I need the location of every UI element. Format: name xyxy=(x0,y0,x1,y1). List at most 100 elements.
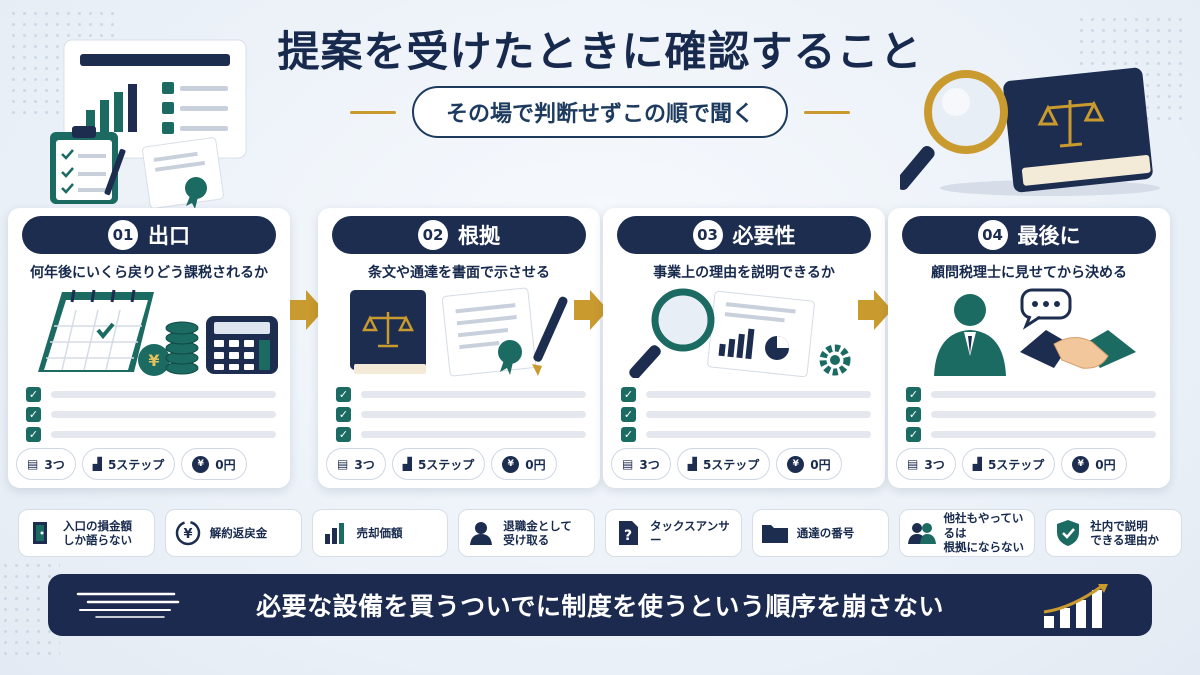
chip-cost: ¥0円 xyxy=(1061,448,1127,480)
folder-icon xyxy=(761,519,789,547)
step-header: 04 最後に xyxy=(902,216,1156,254)
question-document-icon: ? xyxy=(614,519,642,547)
chip-cost-label: 0円 xyxy=(810,457,831,472)
checkbox-icon: ✓ xyxy=(906,406,921,422)
keyword-tag-text: 売却価額 xyxy=(356,525,403,540)
bottom-banner-text: 必要な設備を買うついでに制度を使うという順序を崩さない xyxy=(256,592,944,621)
checklist-item: ✓ xyxy=(26,384,276,404)
chip-row: ▤3つ ▟5ステップ ¥0円 xyxy=(896,448,1127,480)
chip-count: ▤ 3つ xyxy=(326,448,386,480)
chip-steps-label: 5ステップ xyxy=(107,457,165,472)
chip-cost-label: 0円 xyxy=(1095,457,1116,472)
checkbox-icon: ✓ xyxy=(26,386,41,402)
svg-text:¥: ¥ xyxy=(183,527,192,542)
checklist-item: ✓ xyxy=(906,404,1156,424)
checklist-item: ✓ xyxy=(26,424,276,444)
chip-cost: ¥0円 xyxy=(181,448,247,480)
person-icon xyxy=(467,519,495,547)
stairs-icon: ▟ xyxy=(92,457,102,471)
checkbox-icon: ✓ xyxy=(336,426,351,442)
checklist-item: ✓ xyxy=(336,404,586,424)
clipboard-icon: ▤ xyxy=(337,457,349,471)
subtitle-right-line xyxy=(804,110,850,114)
step-question: 事業上の理由を説明できるか xyxy=(653,265,835,281)
keyword-tag: ¥ 解約返戻金 xyxy=(164,509,302,557)
door-icon xyxy=(27,519,55,547)
placeholder-line xyxy=(361,410,586,418)
law-book-magnifier-icon xyxy=(900,67,1160,196)
placeholder-line xyxy=(51,390,276,398)
arrow-right-icon xyxy=(290,290,324,330)
chip-count: ▤ 3つ xyxy=(16,448,76,480)
arrow-right-icon xyxy=(858,290,892,330)
checkbox-icon: ✓ xyxy=(621,406,636,422)
step-card-04: 04 最後に 顧問税理士に見せてから決める ✓ ✓ ✓ ▤3つ ▟5ステップ ¥… xyxy=(888,208,1170,488)
step-number: 01 xyxy=(108,220,138,250)
step-number: 04 xyxy=(977,220,1008,250)
chip-count-label: 3つ xyxy=(639,457,660,472)
checklist: ✓ ✓ ✓ xyxy=(906,384,1156,444)
placeholder-line xyxy=(51,410,276,418)
checkbox-icon: ✓ xyxy=(26,406,41,422)
step-question: 顧問税理士に見せてから決める xyxy=(931,265,1127,281)
checkbox-icon: ✓ xyxy=(906,426,921,442)
speed-lines-icon xyxy=(76,592,180,618)
placeholder-line xyxy=(51,430,276,438)
stairs-icon: ▟ xyxy=(402,457,412,471)
checklist-item: ✓ xyxy=(26,404,276,424)
chip-count-label: 3つ xyxy=(924,457,945,472)
checklist-item: ✓ xyxy=(336,424,586,444)
step-label: 根拠 xyxy=(458,224,500,248)
stairs-icon: ▟ xyxy=(972,457,982,471)
chip-row: ▤ 3つ ▟ 5ステップ ¥0円 xyxy=(326,448,557,480)
chip-steps: ▟ 5ステップ xyxy=(391,448,486,480)
clipboard-icon: ▤ xyxy=(907,457,919,471)
checklist-item: ✓ xyxy=(336,384,586,404)
clipboard-icon: ▤ xyxy=(622,457,634,471)
placeholder-line xyxy=(361,390,586,398)
chip-count-label: 3つ xyxy=(44,457,65,472)
subtitle-left-line xyxy=(349,110,396,114)
checkbox-icon: ✓ xyxy=(621,426,636,442)
yen-icon: ¥ xyxy=(1072,455,1090,473)
step-header: 02 根拠 xyxy=(332,216,586,254)
chip-cost-label: 0円 xyxy=(525,457,546,472)
keyword-tag: ? タックスアンサー xyxy=(605,509,742,557)
placeholder-line xyxy=(931,430,1156,438)
step-card-03: 03 必要性 事業上の理由を説明できるか ✓ ✓ ✓ ▤3つ ▟5ステップ ¥0… xyxy=(603,208,885,488)
step-header: 01 出口 xyxy=(22,216,276,254)
step-header: 03 必要性 xyxy=(617,216,871,254)
chip-steps-label: 5ステップ xyxy=(417,457,475,472)
checklist-item: ✓ xyxy=(621,404,871,424)
yen-icon: ¥ xyxy=(502,455,520,473)
chip-cost: ¥0円 xyxy=(491,448,557,480)
checkbox-icon: ✓ xyxy=(26,426,41,442)
report-documents-icon xyxy=(50,39,247,208)
svg-text:?: ? xyxy=(624,528,632,544)
group-icon xyxy=(907,519,936,547)
subtitle-badge: その場で判断せずこの順で聞く xyxy=(411,86,788,138)
yen-icon: ¥ xyxy=(192,455,210,473)
page-title: 提案を受けたときに確認すること xyxy=(277,27,923,76)
placeholder-line xyxy=(646,390,871,398)
arrow-right-icon xyxy=(574,290,608,330)
clipboard-icon: ▤ xyxy=(27,457,39,471)
advisor-chat-handshake-icon xyxy=(934,288,1136,376)
step-label: 必要性 xyxy=(732,224,796,248)
keyword-tag-text: 入口の損金額しか語らない xyxy=(63,518,132,547)
step-question: 条文や通達を書面で示させる xyxy=(368,265,550,281)
keyword-tag-text: 退職金として受け取る xyxy=(503,518,572,547)
keyword-tag: 他社もやっているは根拠にならない xyxy=(898,509,1036,557)
checkbox-icon: ✓ xyxy=(621,386,636,402)
growth-chart-icon xyxy=(1043,584,1108,628)
placeholder-line xyxy=(931,390,1156,398)
chip-cost: ¥0円 xyxy=(776,448,842,480)
chip-count: ▤ 3つ xyxy=(896,448,956,480)
chip-count-label: 3つ xyxy=(354,457,375,472)
step-question: 何年後にいくら戻りどう課税されるか xyxy=(30,265,268,281)
checklist-item: ✓ xyxy=(621,384,871,404)
step-number: 03 xyxy=(692,220,723,250)
keyword-tag: 入口の損金額しか語らない xyxy=(18,509,155,557)
chip-steps-label: 5ステップ xyxy=(702,457,760,472)
yen-icon: ¥ xyxy=(787,455,805,473)
